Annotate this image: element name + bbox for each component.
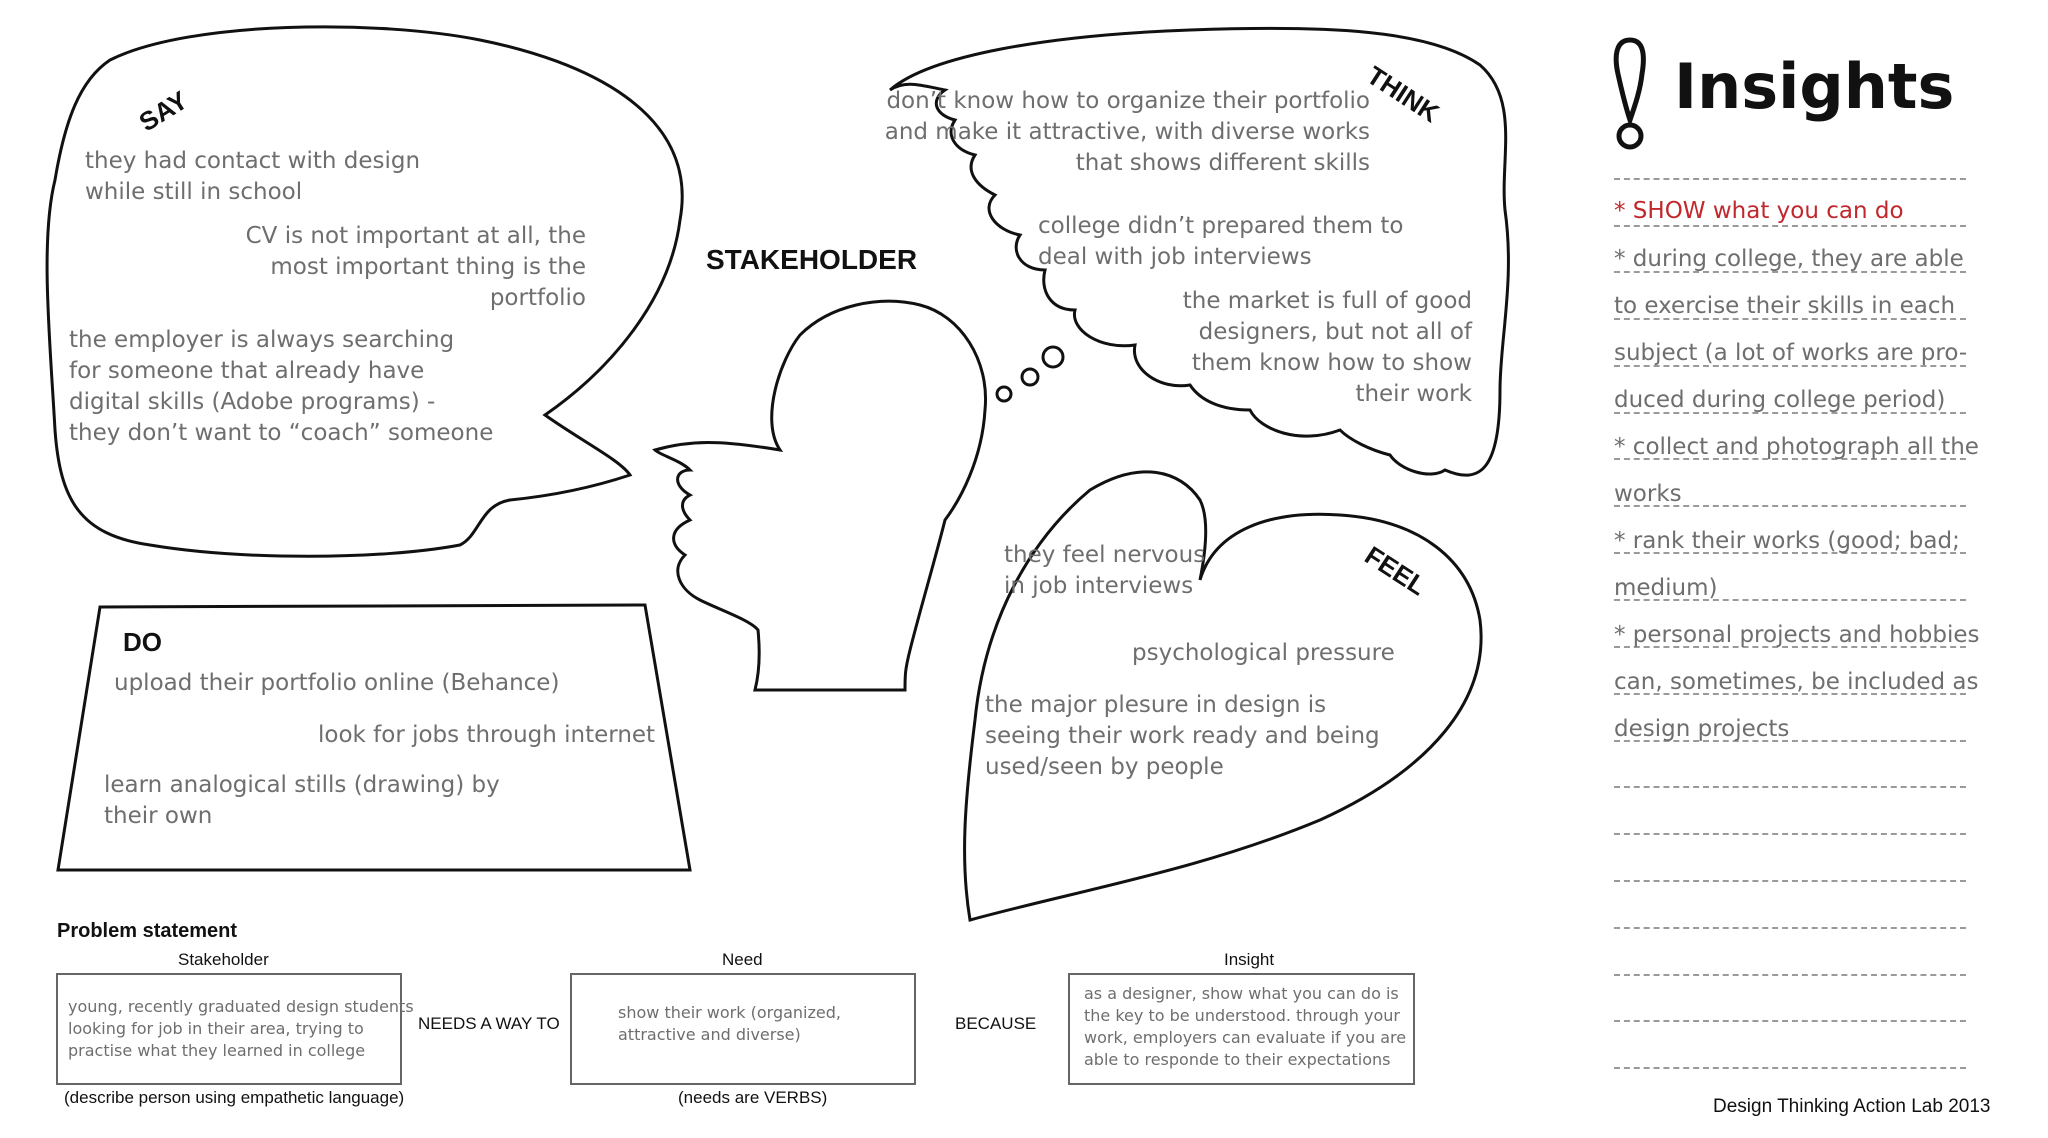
- insights-ruled-line: [1614, 974, 1966, 976]
- insight-item: * during college, they are able: [1614, 246, 1964, 272]
- say-note: CV is not important at all, the most imp…: [240, 221, 586, 314]
- insight-item: * SHOW what you can do: [1614, 198, 1904, 224]
- insight-item: * collect and photograph all the: [1614, 434, 1979, 460]
- footer-credit: Design Thinking Action Lab 2013: [1713, 1096, 1990, 1118]
- insight-item: to exercise their skills in each: [1614, 293, 1955, 319]
- insights-ruled-line: [1614, 178, 1966, 180]
- need-header: Need: [722, 950, 763, 970]
- insights-ruled-line: [1614, 225, 1966, 227]
- insights-ruled-line: [1614, 927, 1966, 929]
- insights-ruled-line: [1614, 833, 1966, 835]
- do-note: learn analogical stills (drawing) by the…: [104, 770, 500, 832]
- feel-note: the major plesure in design is seeing th…: [985, 690, 1380, 783]
- exclamation-icon: [1608, 36, 1656, 154]
- say-note: they had contact with design while still…: [85, 146, 420, 208]
- feel-note: psychological pressure: [1132, 638, 1395, 669]
- insights-title: Insights: [1674, 50, 1954, 123]
- insights-ruled-line: [1614, 786, 1966, 788]
- insight-item: can, sometimes, be included as: [1614, 669, 1979, 695]
- insight-item: duced during college period): [1614, 387, 1945, 413]
- say-note: the employer is always searching for som…: [69, 325, 493, 449]
- need-note: (needs are VERBS): [678, 1088, 827, 1108]
- insight-item: medium): [1614, 575, 1718, 601]
- insight-item: * rank their works (good; bad;: [1614, 528, 1960, 554]
- stakeholder-text: young, recently graduated design student…: [68, 996, 414, 1062]
- think-note: the market is full of good designers, bu…: [1160, 286, 1472, 410]
- because-label: BECAUSE: [955, 1014, 1036, 1034]
- stakeholder-label: STAKEHOLDER: [706, 244, 917, 276]
- needs-a-way-to-label: NEEDS A WAY TO: [418, 1014, 560, 1034]
- thought-dot: [1043, 347, 1063, 367]
- do-label: DO: [123, 627, 162, 658]
- insights-ruled-line: [1614, 1067, 1966, 1069]
- insights-ruled-line: [1614, 880, 1966, 882]
- think-note: don’t know how to organize their portfol…: [880, 86, 1370, 179]
- stakeholder-note: (describe person using empathetic langua…: [64, 1088, 404, 1108]
- stakeholder-head: [655, 301, 986, 690]
- think-note: college didn’t prepared them to deal wit…: [1038, 211, 1403, 273]
- insight-text: as a designer, show what you can do is t…: [1084, 983, 1406, 1071]
- insight-item: works: [1614, 481, 1682, 507]
- do-note: look for jobs through internet: [318, 720, 655, 751]
- do-note: upload their portfolio online (Behance): [114, 668, 559, 699]
- insight-item: design projects: [1614, 716, 1789, 742]
- feel-note: they feel nervous in job interviews: [1004, 540, 1205, 602]
- problem-statement-title: Problem statement: [57, 920, 237, 943]
- insight-header: Insight: [1224, 950, 1274, 970]
- insight-item: subject (a lot of works are pro-: [1614, 340, 1967, 366]
- thought-dot: [1022, 369, 1038, 385]
- insights-ruled-line: [1614, 1020, 1966, 1022]
- thought-dot: [997, 387, 1011, 401]
- need-text: show their work (organized, attractive a…: [618, 1002, 841, 1046]
- insight-item: * personal projects and hobbies: [1614, 622, 1980, 648]
- stakeholder-header: Stakeholder: [178, 950, 269, 970]
